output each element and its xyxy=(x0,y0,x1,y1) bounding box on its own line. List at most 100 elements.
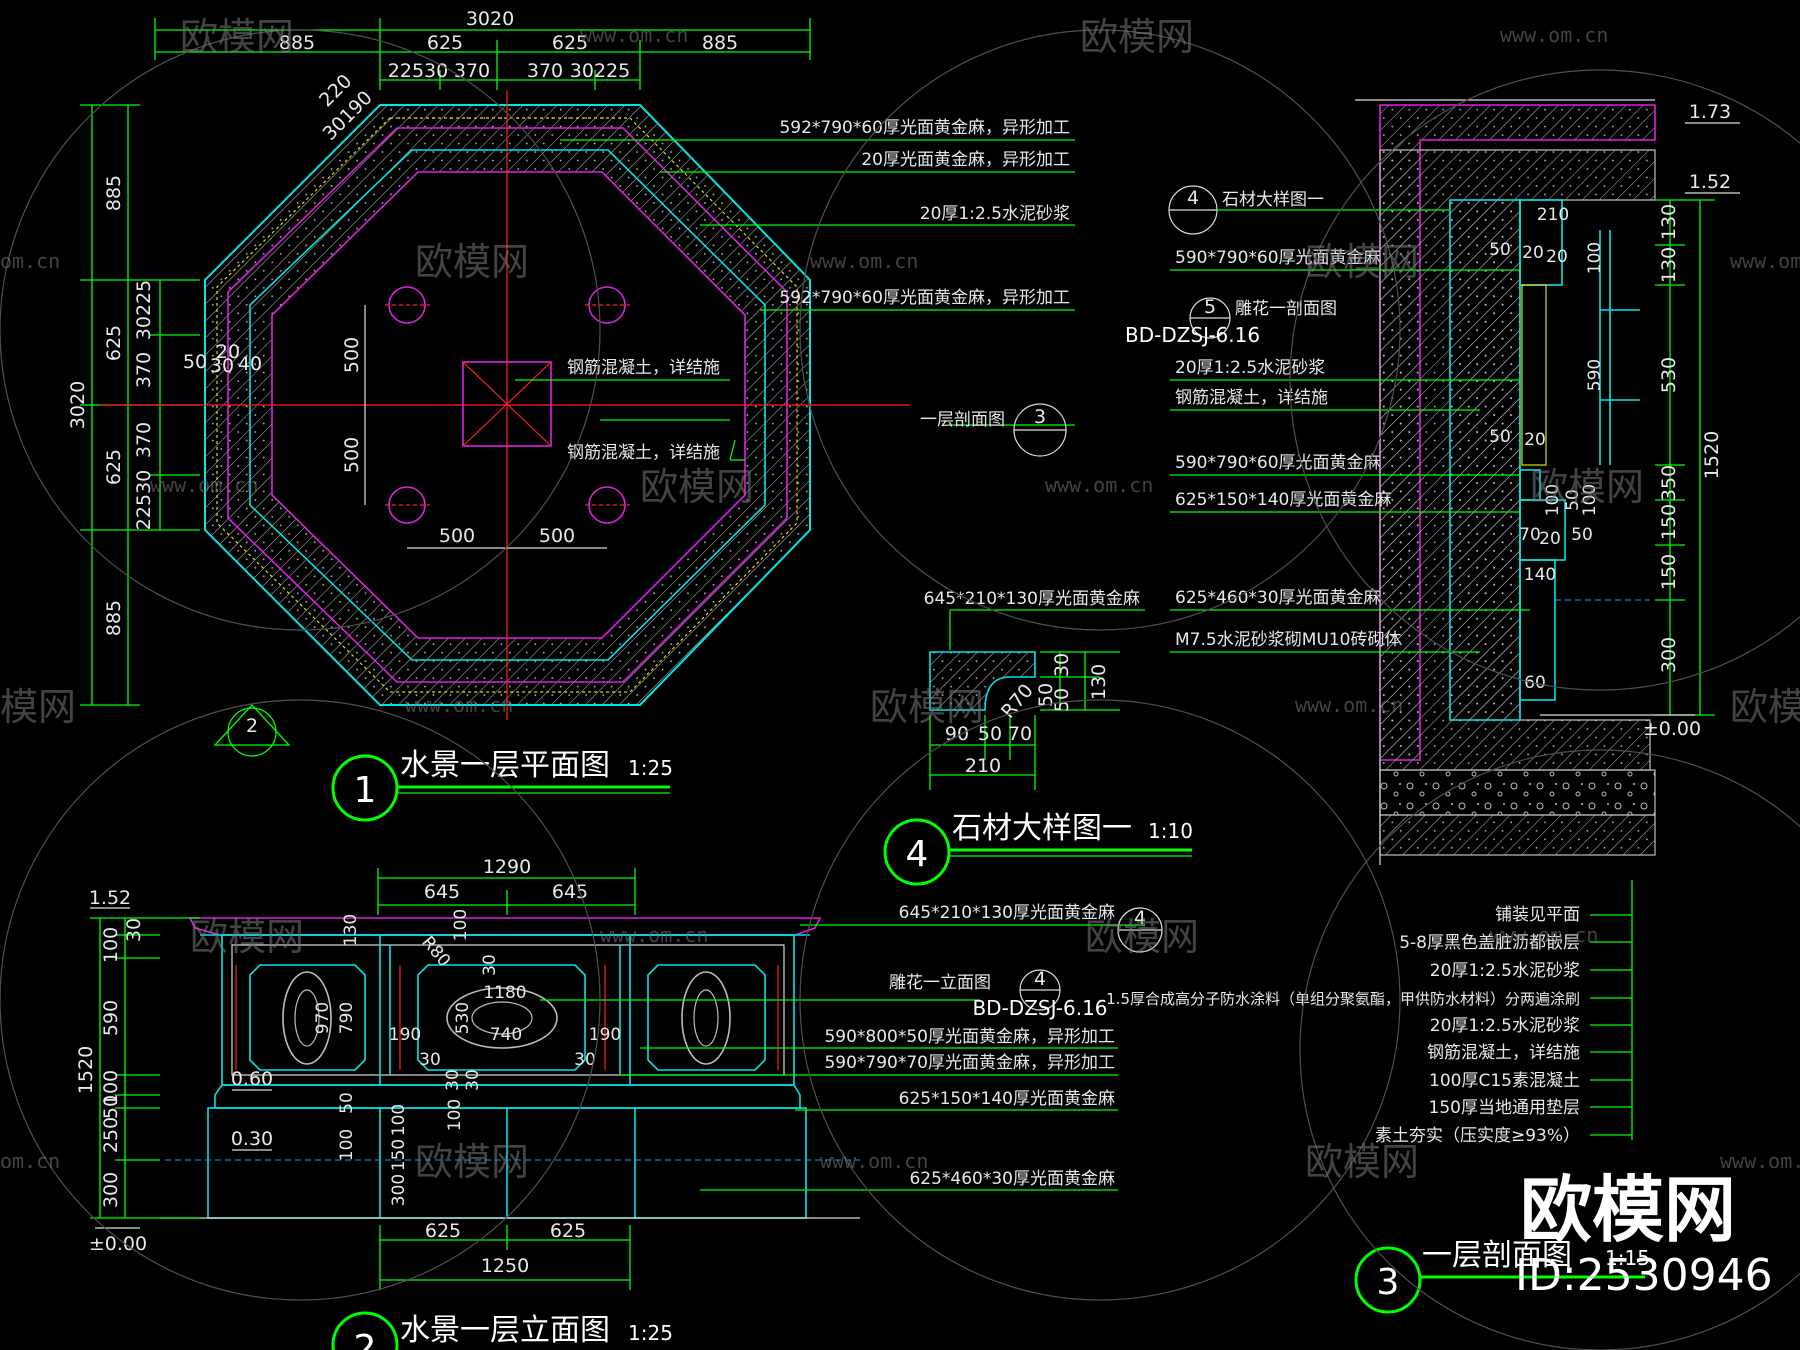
elev-level-top: 1.52 xyxy=(89,887,131,909)
elev-label-1: 645*210*130厚光面黄金麻 xyxy=(899,903,1115,923)
plan-label-section: 一层剖面图 xyxy=(920,410,1005,430)
plan-dim-left-c: 625 xyxy=(103,449,125,485)
section-dim-right-total: 1520 xyxy=(1701,431,1723,479)
watermark-url-3: om.cn xyxy=(0,249,60,273)
elev-callout-carve-label: 雕花一立面图 xyxy=(889,973,991,993)
watermark-brand-5: 欧模网 xyxy=(640,465,754,509)
stone-dim-c: 50 xyxy=(1051,688,1073,712)
elev-dim-left-d: 100 xyxy=(100,1070,122,1106)
stone-dim-a: 50 xyxy=(1035,683,1057,707)
stone-dim-b: 30 xyxy=(1051,653,1073,677)
plan-scale: 1:25 xyxy=(628,756,673,780)
section-layer-8: 150厚当地通用垫层 xyxy=(1429,1098,1580,1118)
section-title: 一层剖面图 xyxy=(1422,1238,1572,1273)
section-inner-m: 20 xyxy=(1539,529,1561,549)
elev-label-5: 625*460*30厚光面黄金麻 xyxy=(909,1169,1115,1189)
section-inner-e: 100 xyxy=(1585,242,1605,274)
watermark-brand-13: 欧模网 xyxy=(1305,1140,1419,1184)
watermarks: 欧模网 欧模网 欧模网 欧模网 欧模网 欧模网 模网 欧模网 欧模网 欧模网 欧… xyxy=(0,15,1800,1350)
section-inner-d: 20 xyxy=(1546,247,1568,267)
elev-inner-r: 150 xyxy=(389,1139,409,1171)
stone-dim-g: 70 xyxy=(1008,723,1032,745)
elev-inner-o: 30 xyxy=(463,1069,483,1091)
plan-label-3: 20厚1:2.5水泥砂浆 xyxy=(920,204,1070,224)
section-inner-k: 100 xyxy=(1580,484,1600,516)
section-label-1: 590*790*60厚光面黄金麻 xyxy=(1175,248,1381,268)
section-inner-j: 50 xyxy=(1563,489,1583,511)
elev-inner-a: 100 xyxy=(451,909,471,941)
section-callout-stone-num: 4 xyxy=(1187,187,1199,209)
watermark-brand-3: 欧模网 xyxy=(415,240,529,284)
elev-dim-left-b: 30 xyxy=(123,918,145,942)
elev-callout-stone-num: 4 xyxy=(1134,907,1146,929)
elev-label-2: 590*800*50厚光面黄金麻，异形加工 xyxy=(824,1027,1115,1047)
section-layer-4: 1.5厚合成高分子防水涂料（单组分聚氨酯，甲供防水材料）分两遍涂刷 xyxy=(1106,990,1580,1008)
section-callout-carve-ref: BD-DZSJ-6.16 xyxy=(1125,323,1260,347)
section-label-4: 590*790*60厚光面黄金麻 xyxy=(1175,453,1381,473)
elev-dim-top-a: 645 xyxy=(424,881,460,903)
plan-dim-inner-g: 30 xyxy=(210,355,234,377)
elev-dim-left-f: 250 xyxy=(100,1117,122,1153)
elev-inner-u: 100 xyxy=(337,1129,357,1161)
elev-title: 水景一层立面图 xyxy=(400,1313,610,1348)
section-layer-3: 20厚1:2.5水泥砂浆 xyxy=(1430,961,1580,981)
plan-dim-inner-f: 20 xyxy=(216,341,240,363)
watermark-brand-1: 欧模网 xyxy=(180,15,294,59)
watermark-brand-2: 欧模网 xyxy=(1080,15,1194,59)
stone-title: 石材大样图一 xyxy=(952,811,1132,846)
elev-level-base: ±0.00 xyxy=(89,1233,147,1255)
section-dim-right-a: 130 xyxy=(1658,204,1680,240)
plan-dim-top-e: 22530 xyxy=(388,60,448,82)
stone-detail: 645*210*130厚光面黄金麻 50 30 50 130 90 50 70 … xyxy=(883,589,1193,886)
watermark-brand-9: 欧模网 xyxy=(1730,685,1800,729)
elev-dim-top-total: 1290 xyxy=(483,856,531,878)
elev-inner-i: 740 xyxy=(490,1025,522,1045)
section-layer-2: 5-8厚黑色盖脏沥都嵌层 xyxy=(1399,933,1580,953)
elev-inner-g: 790 xyxy=(337,1002,357,1034)
section-label-7: M7.5水泥砂浆砌MU10砖砌体 xyxy=(1175,630,1401,650)
badge-brand: 欧模网 xyxy=(1520,1168,1736,1252)
elev-inner-h: 530 xyxy=(453,1002,473,1034)
section-label-5: 625*150*140厚光面黄金麻 xyxy=(1175,490,1391,510)
section-level-base: ±0.00 xyxy=(1643,718,1701,740)
section-level-b: 1.52 xyxy=(1689,171,1731,193)
elev-inner-k: 190 xyxy=(589,1025,621,1045)
section-callout-carve-label: 雕花一剖面图 xyxy=(1235,299,1337,319)
stone-dim-f: 50 xyxy=(978,723,1002,745)
plan-view: 3020 885 625 625 885 22530 370 370 30225… xyxy=(67,8,1075,822)
elev-dim-left-total: 1520 xyxy=(75,1046,97,1094)
section-inner-n: 50 xyxy=(1571,525,1593,545)
brand-badge: 欧模网 ID:2530946 xyxy=(1515,1168,1773,1301)
elev-title-number: 2 xyxy=(354,1328,377,1350)
stone-scale: 1:10 xyxy=(1148,819,1193,843)
watermark-brand-4: 欧模网 xyxy=(1305,240,1419,284)
plan-dim-left-g: 370 xyxy=(133,422,155,458)
plan-label-6: 钢筋混凝土，详结施 xyxy=(567,443,720,463)
plan-dim-inner-h: 40 xyxy=(238,353,262,375)
stone-dim-h: 210 xyxy=(965,755,1001,777)
section-layer-5: 20厚1:2.5水泥砂浆 xyxy=(1430,1016,1580,1036)
plan-label-4: 592*790*60厚光面黄金麻，异形加工 xyxy=(779,288,1070,308)
watermark-url-8: www.om.cn xyxy=(405,693,513,717)
watermark-brand-11: 欧模网 xyxy=(1085,915,1199,959)
watermark-url-6: www.om.cn xyxy=(150,473,258,497)
watermark-url-1: www.om.cn xyxy=(580,23,688,47)
section-inner-f: 590 xyxy=(1585,359,1605,391)
plan-label-2: 20厚光面黄金麻，异形加工 xyxy=(861,150,1070,170)
plan-dim-top-c: 625 xyxy=(552,32,588,54)
plan-callout-section-num: 3 xyxy=(1034,406,1046,428)
elev-callout-carve-num: 4 xyxy=(1034,968,1046,990)
elev-inner-n: 30 xyxy=(443,1069,463,1091)
plan-dim-top-h: 30225 xyxy=(570,60,630,82)
elev-label-4: 625*150*140厚光面黄金麻 xyxy=(899,1089,1115,1109)
watermark-url-2: www.om.cn xyxy=(1500,23,1608,47)
elev-level-1: 0.60 xyxy=(231,1068,273,1090)
section-layer-1: 铺装见平面 xyxy=(1495,905,1580,925)
elev-callout-carve-ref: BD-DZSJ-6.16 xyxy=(972,996,1107,1020)
elev-inner-b: 130 xyxy=(341,914,361,946)
watermark-url-14: www.om.cn xyxy=(1720,1149,1800,1173)
elev-inner-d: 30 xyxy=(480,954,500,976)
stone-dim-d: 130 xyxy=(1088,664,1110,700)
plan-dim-left-total: 3020 xyxy=(67,381,89,429)
